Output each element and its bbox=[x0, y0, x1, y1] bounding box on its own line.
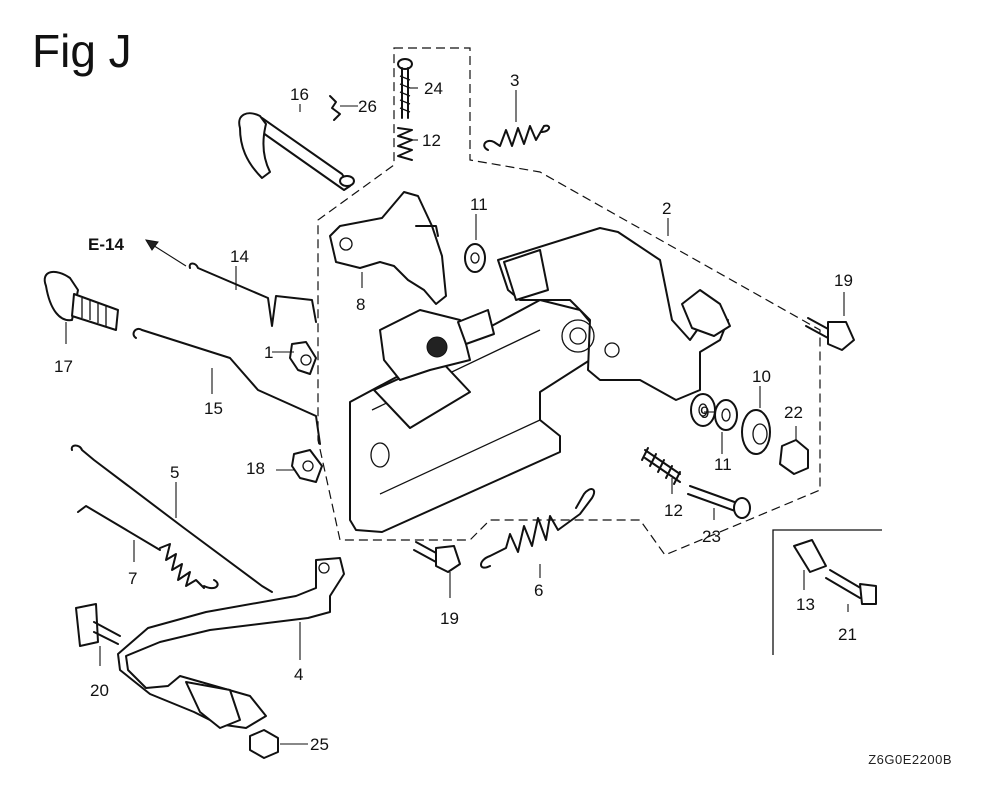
callout-14: 14 bbox=[230, 247, 249, 266]
callout-22: 22 bbox=[784, 403, 803, 422]
callout-20: 20 bbox=[90, 681, 109, 700]
callout-6: 6 bbox=[534, 581, 543, 600]
callout-23: 23 bbox=[702, 527, 721, 546]
callout-26: 26 bbox=[358, 97, 377, 116]
callout-4: 4 bbox=[294, 665, 303, 684]
screw-23 bbox=[687, 485, 751, 519]
assembly-boundary bbox=[317, 47, 821, 556]
diagram-code: Z6G0E2200B bbox=[868, 752, 952, 767]
collar-10 bbox=[741, 409, 771, 455]
governor-spring bbox=[77, 505, 219, 590]
throttle-spring bbox=[480, 488, 596, 569]
callout-12-lower: 12 bbox=[664, 501, 683, 520]
nut-22 bbox=[779, 439, 809, 475]
callout-1: 1 bbox=[264, 343, 273, 362]
callout-25: 25 bbox=[310, 735, 329, 754]
reference-label: E-14 bbox=[88, 235, 124, 254]
leader-lines bbox=[65, 87, 849, 745]
callout-18: 18 bbox=[246, 459, 265, 478]
figure-title: Fig J bbox=[32, 25, 132, 77]
spring-lower bbox=[641, 447, 681, 485]
callout-12-upper: 12 bbox=[422, 131, 441, 150]
spring-upper bbox=[397, 127, 413, 161]
screw bbox=[397, 58, 413, 119]
option-separator bbox=[772, 529, 882, 655]
sleeve-13 bbox=[793, 539, 827, 573]
callout-7: 7 bbox=[128, 569, 137, 588]
washer-11 bbox=[714, 399, 738, 431]
callout-16: 16 bbox=[290, 85, 309, 104]
callout-19-lower: 19 bbox=[440, 609, 459, 628]
callout-2: 2 bbox=[662, 199, 671, 218]
control-base-bracket bbox=[349, 227, 731, 533]
choke-lever bbox=[238, 112, 355, 191]
callout-21: 21 bbox=[838, 625, 857, 644]
callout-numbers: 1 2 3 4 5 6 7 8 9 10 11 11 12 12 13 14 1… bbox=[54, 71, 857, 754]
choke-knob bbox=[43, 270, 119, 331]
callout-19-upper: 19 bbox=[834, 271, 853, 290]
callout-11-upper: 11 bbox=[470, 195, 488, 214]
callout-10: 10 bbox=[752, 367, 771, 386]
bolt-20 bbox=[75, 603, 121, 647]
return-spring bbox=[483, 124, 550, 151]
cable-clamp-lower bbox=[291, 449, 323, 483]
bolt-19-upper bbox=[805, 317, 855, 351]
washer-upper bbox=[464, 243, 486, 273]
governor-arm bbox=[329, 191, 447, 305]
control-lever bbox=[117, 557, 345, 729]
callout-15: 15 bbox=[204, 399, 223, 418]
callout-17: 17 bbox=[54, 357, 73, 376]
governor-rod bbox=[70, 444, 273, 593]
callout-8: 8 bbox=[356, 295, 365, 314]
callout-13: 13 bbox=[796, 595, 815, 614]
callout-3: 3 bbox=[510, 71, 519, 90]
bolt-21 bbox=[825, 569, 877, 605]
nut-25 bbox=[249, 729, 279, 759]
bolt-19-lower bbox=[413, 541, 461, 573]
clip bbox=[329, 95, 341, 121]
cable-clamp bbox=[289, 341, 317, 375]
control-rod bbox=[188, 262, 317, 327]
callout-24: 24 bbox=[424, 79, 443, 98]
callout-9: 9 bbox=[700, 403, 709, 422]
throttle-rod bbox=[132, 328, 321, 445]
callout-5: 5 bbox=[170, 463, 179, 482]
callout-11-lower: 11 bbox=[714, 455, 732, 474]
